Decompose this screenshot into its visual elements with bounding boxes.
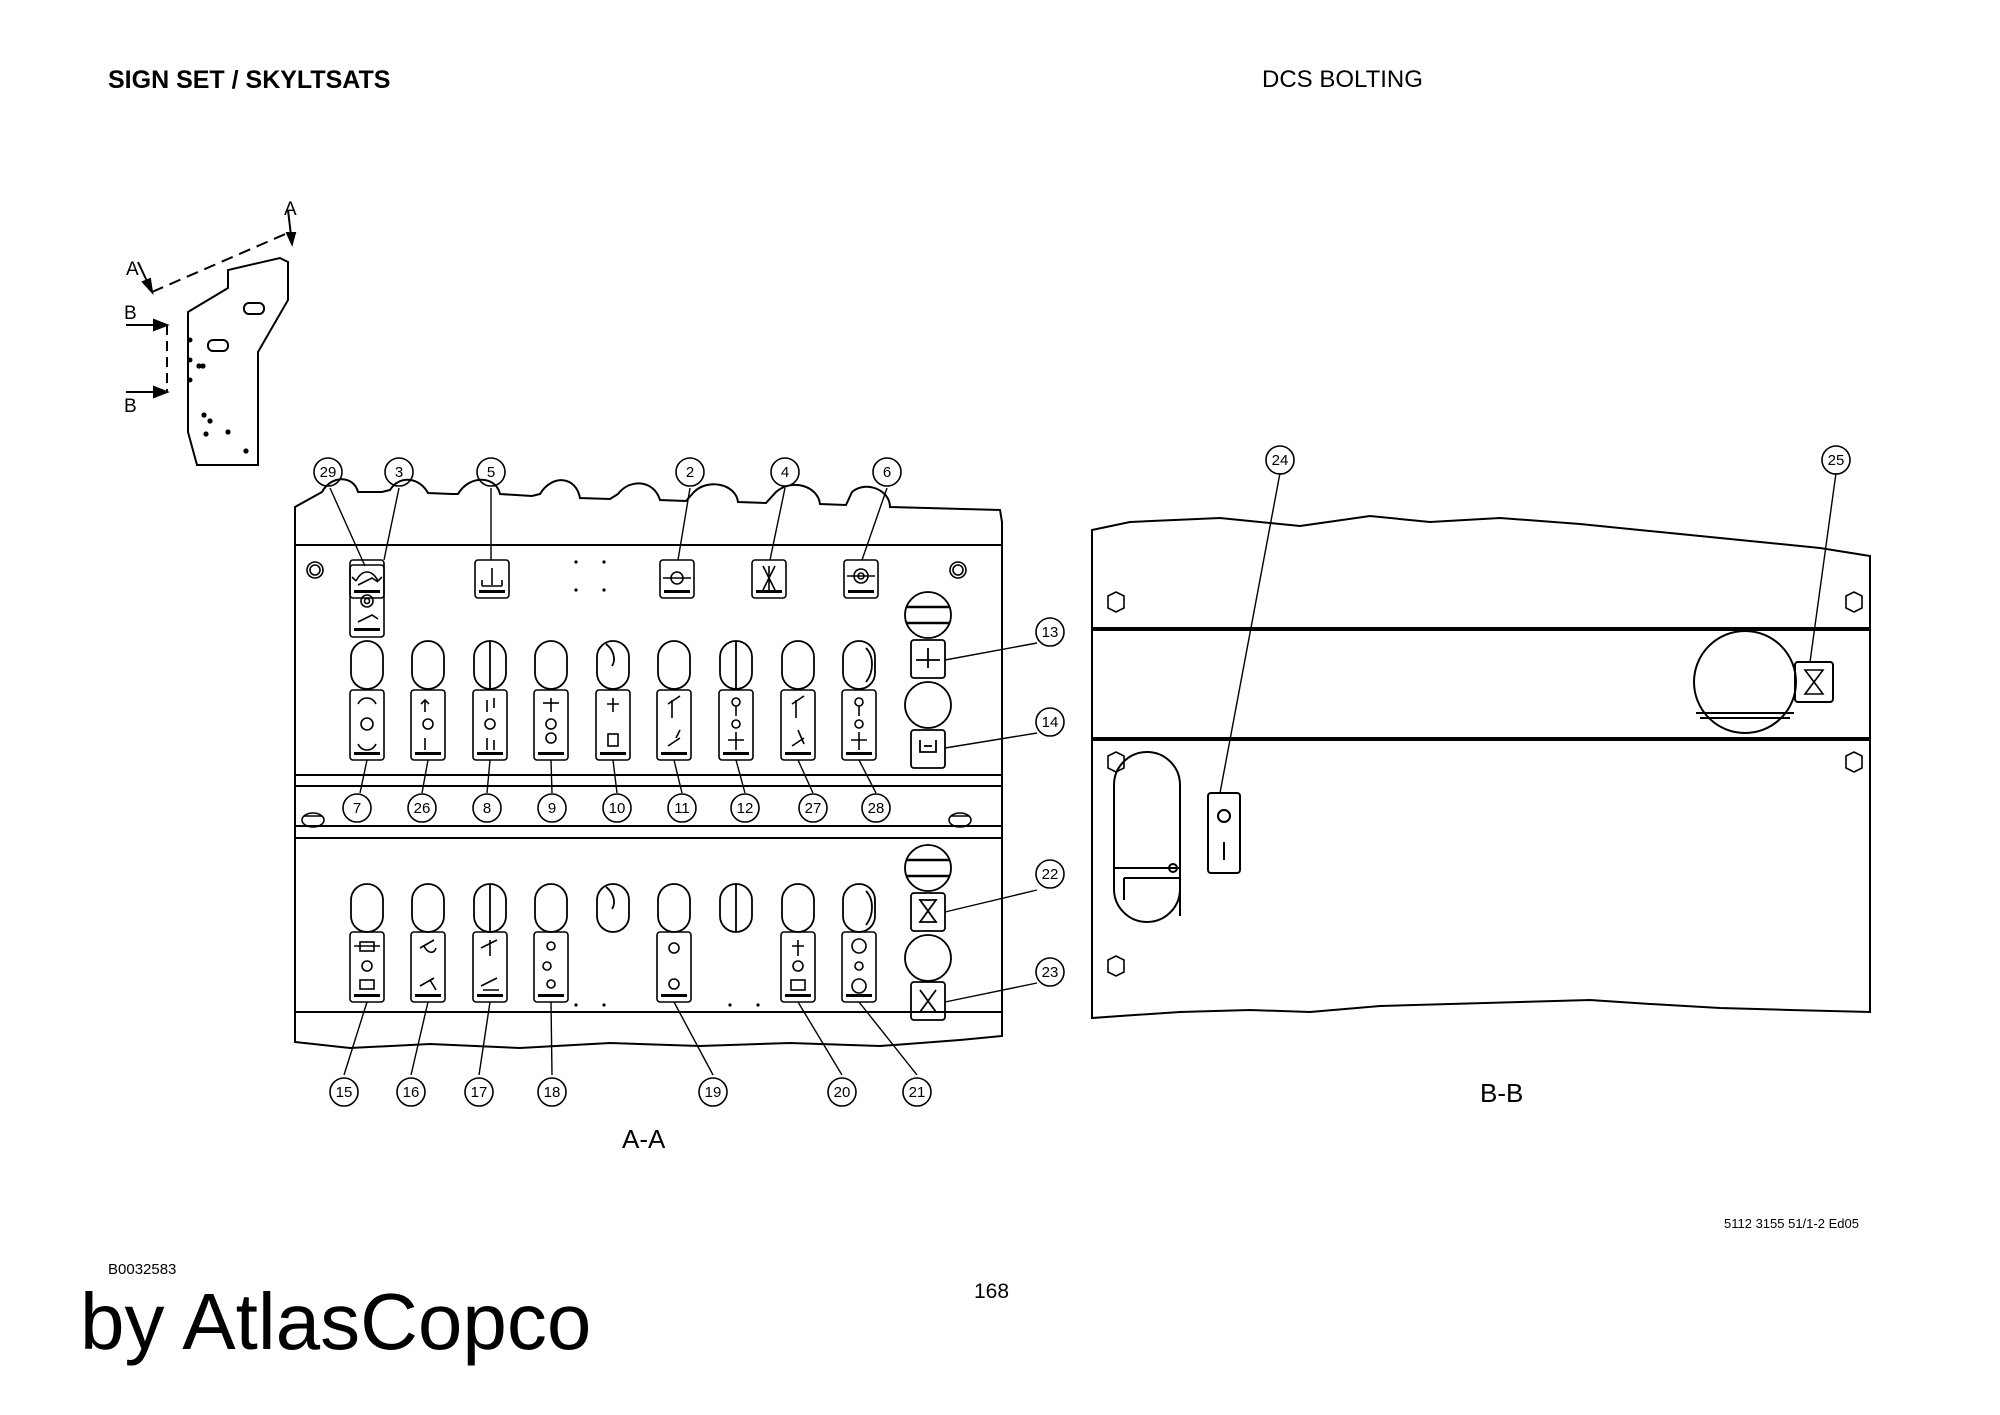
callout-16: 16 — [403, 1084, 420, 1101]
document-reference: 5112 3155 51/1-2 Ed05 — [1724, 1216, 1859, 1231]
callout-2: 2 — [686, 464, 694, 481]
panel-aa-bolts — [301, 561, 972, 828]
panel-aa-middle-signs — [349, 689, 877, 761]
callout-22: 22 — [1042, 866, 1059, 883]
view-label-aa: A-A — [622, 1124, 666, 1154]
callout-6: 6 — [883, 464, 891, 481]
page-title: SIGN SET / SKYLTSATS — [108, 66, 391, 94]
callout-8: 8 — [483, 800, 491, 817]
page-number: 168 — [974, 1280, 1010, 1303]
callout-circles — [313, 445, 1851, 1107]
callout-28: 28 — [868, 800, 885, 817]
callout-17: 17 — [471, 1084, 488, 1101]
panel-aa-bottom-row — [350, 883, 876, 933]
callout-27: 27 — [805, 800, 822, 817]
callout-15: 15 — [336, 1084, 353, 1101]
leader-lines — [329, 472, 1837, 1076]
key-label-a-left: A — [126, 259, 139, 280]
panel-aa-side-signs — [904, 591, 952, 1021]
panel-aa-middle-row — [350, 640, 876, 690]
callout-20: 20 — [834, 1084, 851, 1101]
callout-19: 19 — [705, 1084, 722, 1101]
callout-5: 5 — [487, 464, 495, 481]
callout-9: 9 — [548, 800, 556, 817]
callout-11: 11 — [674, 800, 690, 817]
panel-aa-dots — [574, 560, 760, 1007]
callout-numbers: 29 3 5 2 4 6 7 26 8 9 10 11 12 27 28 15 … — [320, 452, 1845, 1101]
callout-13: 13 — [1042, 624, 1059, 641]
callout-25: 25 — [1828, 452, 1845, 469]
panel-bb-outline — [1091, 514, 1871, 1020]
view-label-bb: B-B — [1480, 1078, 1523, 1108]
callout-18: 18 — [544, 1084, 561, 1101]
callout-12: 12 — [737, 800, 754, 817]
callout-24: 24 — [1272, 452, 1289, 469]
panel-aa-bottom-signs — [349, 931, 877, 1003]
panel-aa-outline — [294, 478, 1003, 1050]
callout-29: 29 — [320, 464, 337, 481]
callout-3: 3 — [395, 464, 403, 481]
callout-21: 21 — [909, 1084, 926, 1101]
callout-4: 4 — [781, 464, 789, 481]
callout-26: 26 — [414, 800, 431, 817]
brand-text: by AtlasCopco — [80, 1277, 592, 1366]
callout-14: 14 — [1042, 714, 1059, 731]
callout-23: 23 — [1042, 964, 1059, 981]
key-label-b-bottom: B — [124, 396, 137, 417]
section-title: DCS BOLTING — [1262, 66, 1423, 93]
callout-7: 7 — [353, 800, 361, 817]
callout-10: 10 — [609, 800, 626, 817]
key-view — [126, 209, 297, 466]
sign-29 — [349, 564, 385, 638]
panel-aa-top-signs — [349, 559, 879, 599]
key-label-b-top: B — [124, 303, 137, 324]
figure-id: B0032583 — [108, 1261, 177, 1278]
key-label-a-right: A — [284, 199, 297, 220]
